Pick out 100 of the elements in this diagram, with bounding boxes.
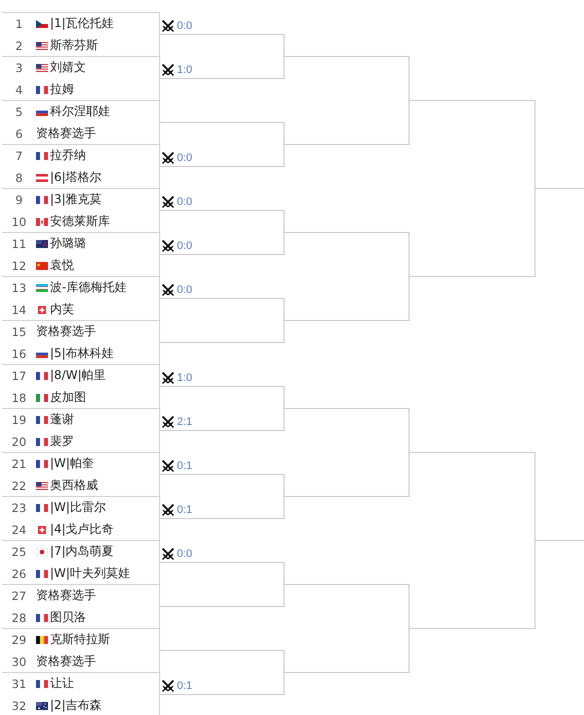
draw-number: 22 (12, 479, 26, 493)
player-name: 袁悦 (50, 258, 74, 273)
player-name: 蓬谢 (50, 412, 74, 427)
draw-number: 10 (12, 215, 26, 229)
match-box (2, 540, 160, 584)
draw-number: 4 (15, 83, 23, 97)
bracket-line (160, 386, 284, 409)
score-text: 0:0 (177, 240, 192, 253)
draw-number: 5 (15, 105, 23, 119)
bracket-line (408, 188, 536, 277)
match-box (2, 276, 160, 320)
player-name: |1|瓦伦托娃 (50, 16, 114, 31)
bracket-line (160, 672, 284, 695)
match-box (2, 628, 160, 672)
bracket-line (534, 188, 584, 189)
player-name: |W|帕奎 (50, 456, 94, 471)
score-text: 0:0 (177, 284, 192, 297)
score-text: 0:1 (177, 680, 192, 693)
score-text: 0:1 (177, 460, 192, 473)
player-name: 克斯特拉斯 (50, 632, 110, 647)
bracket-line (408, 100, 536, 189)
player-name: 资格赛选手 (36, 588, 96, 603)
bracket-line (160, 298, 284, 321)
player-name: |W|比雷尔 (50, 500, 106, 515)
score-text: 0:0 (177, 196, 192, 209)
player-name: |W|叶夫列莫娃 (50, 566, 130, 581)
match-box (2, 496, 160, 540)
score-text: 0:0 (177, 152, 192, 165)
draw-number: 2 (15, 39, 23, 53)
draw-number: 32 (12, 699, 26, 713)
bracket-line (160, 232, 284, 255)
draw-number: 6 (15, 127, 23, 141)
draw-number: 18 (12, 391, 26, 405)
draw-number: 8 (15, 171, 23, 185)
bracket-line (160, 210, 284, 233)
player-name: 斯蒂芬斯 (50, 38, 98, 53)
player-name: |2|吉布森 (50, 698, 102, 713)
match-box (2, 320, 160, 364)
match-box (2, 232, 160, 276)
bracket-line (284, 100, 410, 145)
bracket-line (284, 408, 410, 453)
draw-number: 20 (12, 435, 26, 449)
match-box (2, 408, 160, 452)
match-box (2, 452, 160, 496)
draw-number: 3 (15, 61, 23, 75)
match-box (2, 188, 160, 232)
player-name: 资格赛选手 (36, 126, 96, 141)
player-name: 内芙 (50, 302, 74, 317)
draw-number: 13 (12, 281, 26, 295)
draw-number: 16 (12, 347, 26, 361)
score-text: 2:1 (177, 416, 192, 429)
bracket-line (284, 232, 410, 277)
draw-number: 14 (12, 303, 26, 317)
bracket-line (160, 122, 284, 145)
bracket-line (160, 320, 284, 343)
player-name: 安德莱斯库 (50, 214, 110, 229)
draw-number: 28 (12, 611, 26, 625)
bracket-line (284, 452, 410, 497)
bracket-line (160, 144, 284, 167)
player-name: 拉乔纳 (50, 148, 86, 163)
match-box (2, 584, 160, 628)
bracket-line (284, 56, 410, 101)
draw-number: 9 (15, 193, 23, 207)
player-name: 奥西格威 (50, 478, 98, 493)
player-name: 裴罗 (50, 434, 74, 449)
bracket-line (160, 562, 284, 585)
bracket-line (284, 584, 410, 629)
match-box (2, 100, 160, 144)
draw-number: 1 (15, 17, 23, 31)
score-text: 0:0 (177, 548, 192, 561)
draw-number: 11 (12, 237, 26, 251)
bracket-line (160, 56, 284, 79)
score-text: 1:0 (177, 372, 192, 385)
player-name: |7|内岛萌夏 (50, 544, 114, 559)
bracket-line (284, 276, 410, 321)
match-box (2, 364, 160, 408)
player-name: |8/W|帕里 (50, 368, 106, 383)
player-name: |4|戈卢比奇 (50, 522, 114, 537)
player-name: |3|雅克莫 (50, 192, 102, 207)
draw-number: 21 (12, 457, 26, 471)
bracket-line (160, 34, 284, 57)
player-name: 让让 (50, 676, 74, 691)
score-text: 1:0 (177, 64, 192, 77)
draw-number: 12 (12, 259, 26, 273)
bracket-line (534, 540, 584, 541)
player-name: 科尔涅耶娃 (50, 104, 110, 119)
match-box (2, 12, 160, 56)
match-box (2, 672, 160, 715)
player-name: 刘婧文 (50, 60, 86, 75)
match-box (2, 56, 160, 100)
draw-number: 27 (12, 589, 26, 603)
player-name: 孙璐璐 (50, 236, 86, 251)
draw-number: 29 (12, 633, 26, 647)
player-name: 波-库德梅托娃 (50, 280, 126, 295)
draw-number: 26 (12, 567, 26, 581)
draw-number: 23 (12, 501, 26, 515)
bracket-line (160, 496, 284, 519)
score-text: 0:1 (177, 504, 192, 517)
score-text: 0:0 (177, 20, 192, 33)
draw-number: 15 (12, 325, 26, 339)
